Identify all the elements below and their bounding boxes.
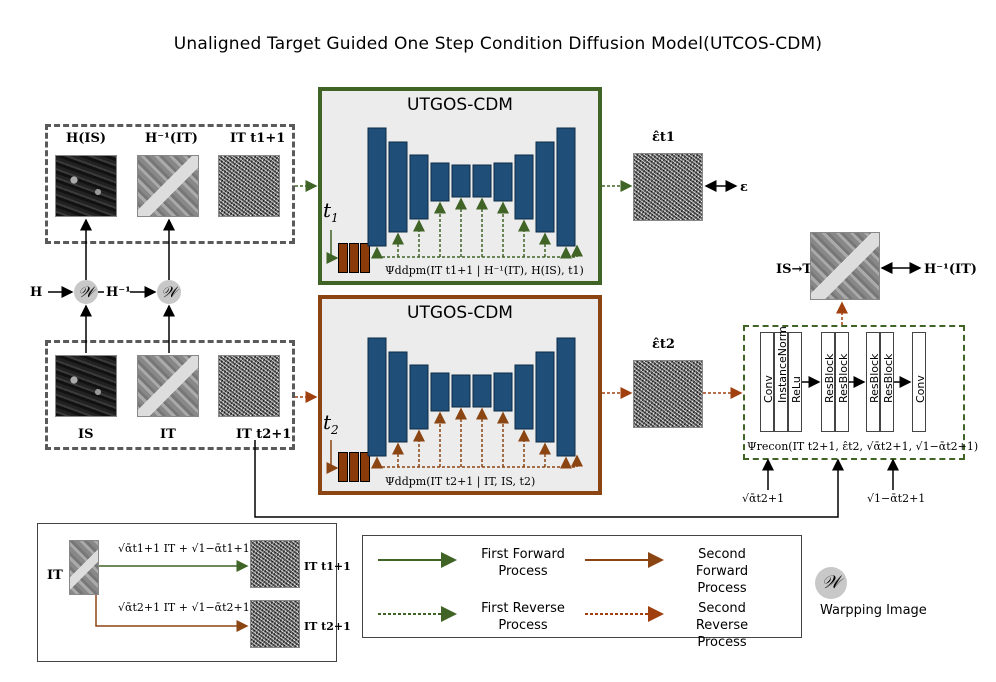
- inset-eq1: √ᾱt1+1 IT + √1−ᾱt1+1 ε: [118, 542, 259, 555]
- image-ist: [810, 232, 880, 300]
- inset-out1: IT t1+1: [304, 560, 351, 573]
- formula-ddpm-first: Ψddpm(IT t1+1 | H⁻¹(IT), H(IS), t1): [385, 264, 584, 277]
- legend-first-reverse: First Reverse Process: [481, 601, 565, 633]
- t2-label: t2: [323, 410, 339, 437]
- recon-layer-3: ReLu: [788, 332, 803, 432]
- image-noise-t2: [218, 355, 280, 417]
- label-hinv-it-out: H⁻¹(IT): [924, 262, 977, 277]
- recon-layer-7: ResBlock: [880, 332, 895, 432]
- label-sqrt-a: √ᾱt2+1: [742, 492, 785, 505]
- formula-ddpm-second: Ψddpm(IT t2+1 | IT, IS, t2): [385, 475, 536, 488]
- label-it-t2: IT t2+1: [236, 427, 292, 442]
- legend-second-forward: Second Forward Process: [695, 547, 749, 596]
- image-eps2: [633, 360, 703, 428]
- recon-layer-label: Conv: [914, 375, 927, 403]
- label-h: H: [30, 285, 43, 300]
- legend-warp-icon: 𝒲: [815, 567, 847, 599]
- diagram-title: Unaligned Target Guided One Step Conditi…: [173, 34, 823, 54]
- label-eps: ε: [740, 180, 748, 195]
- image-it: [137, 355, 199, 417]
- image-eps1: [633, 153, 703, 221]
- label-hinv-it: H⁻¹(IT): [145, 131, 198, 146]
- inset-label-it: IT: [47, 568, 63, 583]
- label-hinv: H⁻¹: [106, 285, 131, 300]
- formula-recon: Ψrecon(IT t2+1, ε̂t2, √ᾱt2+1, √1−ᾱt2+1): [747, 440, 979, 453]
- panel-second-title: UTGOS-CDM: [407, 303, 513, 323]
- label-it-t1: IT t1+1: [230, 131, 286, 146]
- timestep-embedding-first: [338, 243, 372, 273]
- legend-box: [362, 535, 802, 638]
- label-eps2: ε̂t2: [652, 337, 675, 352]
- panel-first-title: UTGOS-CDM: [407, 95, 513, 115]
- image-noise-t1: [218, 155, 280, 217]
- image-hinv-it: [137, 155, 199, 217]
- label-sqrt-1ma: √1−ᾱt2+1: [867, 492, 926, 505]
- label-it: IT: [160, 427, 176, 442]
- timestep-embedding-second: [338, 452, 372, 482]
- recon-layer-2: InstanceNorm: [774, 326, 789, 432]
- label-h-is: H(IS): [66, 131, 107, 146]
- inset-noise-2: [250, 600, 300, 648]
- legend-first-forward: First Forward Process: [481, 547, 565, 579]
- recon-layer-6: ResBlock: [866, 332, 881, 432]
- t1-label: t1: [323, 198, 339, 225]
- recon-layer-label: ResBlock: [837, 353, 850, 403]
- inset-out2: IT t2+1: [304, 620, 351, 633]
- inset-noise-1: [250, 540, 300, 588]
- warp-circle-1: 𝒲: [74, 280, 98, 304]
- warp-circle-2: 𝒲: [157, 280, 181, 304]
- recon-layer-4: ResBlock: [821, 332, 836, 432]
- legend-second-reverse: Second Reverse Process: [695, 601, 749, 650]
- recon-layer-label: ReLu: [790, 376, 803, 403]
- label-ist: IS→T: [776, 262, 813, 277]
- legend-warp-label: Warpping Image: [820, 603, 927, 618]
- input-box-top: [45, 124, 295, 244]
- recon-layer-1: Conv: [760, 332, 775, 432]
- image-is: [55, 355, 117, 417]
- inset-eq2: √ᾱt2+1 IT + √1−ᾱt2+1 ε: [118, 601, 259, 614]
- recon-layer-5: ResBlock: [835, 332, 850, 432]
- inset-image-it: [69, 540, 99, 595]
- recon-layer-8: Conv: [912, 332, 927, 432]
- recon-layer-label: ResBlock: [882, 353, 895, 403]
- label-eps1: ε̂t1: [652, 130, 675, 145]
- image-h-is: [55, 155, 117, 217]
- input-box-bottom: [45, 340, 295, 450]
- label-is: IS: [78, 427, 94, 442]
